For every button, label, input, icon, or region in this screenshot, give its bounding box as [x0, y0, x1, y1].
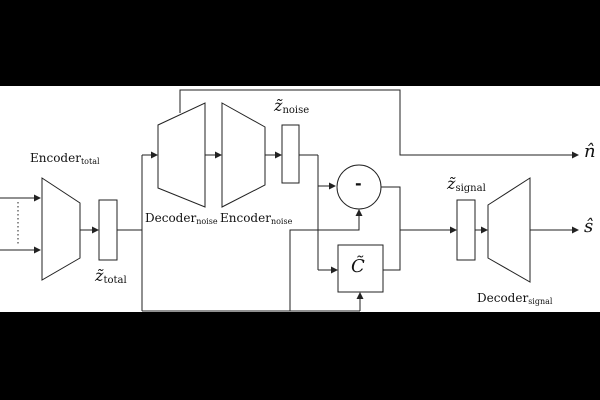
z-total-label-base: z̃	[95, 266, 104, 285]
z-noise-label: z̃noise	[274, 98, 309, 116]
decoder-signal-label: Decodersignal	[477, 292, 552, 306]
decoder-signal-label-base: Decoder	[477, 291, 529, 305]
decoder-noise-label-sub: noise	[196, 217, 218, 226]
encoder-noise-label-sub: noise	[270, 217, 293, 226]
encoder-noise-label: Encodernoise	[220, 212, 292, 226]
decoder-noise-block	[157, 102, 206, 208]
decoder-signal-label-sub: signal	[528, 297, 553, 306]
encoder-total-label-base: Encoder	[30, 151, 81, 165]
n-hat-label: n̂	[584, 141, 596, 162]
c-tilde-label: C̃	[351, 256, 365, 277]
z-noise-label-base: z̃	[274, 96, 283, 115]
n-hat-path	[179, 89, 579, 159]
to-subtract-bottom-arrow	[289, 209, 363, 311]
z-signal-label-sub: signal	[455, 183, 486, 194]
encoder-noise-block	[221, 102, 266, 208]
ctilde-out-line	[383, 230, 401, 271]
decoder-noise-label-base: Decoder	[145, 211, 197, 225]
subtract-symbol: -	[355, 174, 362, 193]
subtract-out-line	[381, 186, 401, 230]
z-signal-label-base: z̃	[447, 174, 456, 193]
z-total-label-sub: total	[103, 275, 127, 286]
diagram-panel	[0, 86, 600, 312]
encoder-total-label: Encodertotal	[30, 152, 100, 166]
decoder-signal-block	[487, 177, 531, 283]
z-signal-block	[456, 199, 476, 261]
z-noise-label-sub: noise	[282, 105, 310, 116]
s-hat-label: ŝ	[584, 216, 594, 237]
encoder-total-label-sub: total	[80, 157, 100, 166]
encoder-total-block	[41, 177, 81, 281]
encoder-noise-label-base: Encoder	[220, 211, 271, 225]
z-signal-label: z̃signal	[447, 176, 486, 194]
z-noise-block	[281, 124, 300, 184]
z-total-block	[98, 199, 118, 261]
decoder-noise-label: Decodernoise	[145, 212, 218, 226]
z-total-label: z̃total	[95, 268, 127, 286]
